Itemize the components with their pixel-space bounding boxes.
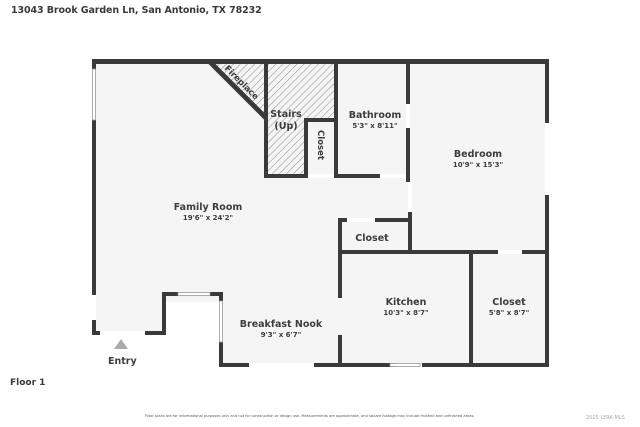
- room-name: Breakfast Nook: [239, 319, 323, 330]
- entry-label: Entry: [108, 356, 137, 367]
- room-dimensions: 10'3" x 8'7": [383, 309, 429, 317]
- room-bathroom: Bathroom 5'3" x 8'11": [349, 110, 402, 131]
- room-dimensions: 9'3" x 6'7": [260, 331, 302, 339]
- room-kitchen: Kitchen 10'3" x 8'7": [383, 297, 428, 318]
- room-closet-middle: Closet: [355, 233, 388, 245]
- room-dimensions: 10'9" x 15'3": [452, 161, 504, 169]
- stairs-label: Stairs (Up): [270, 109, 301, 133]
- room-closet-right: Closet 5'8" x 8'7": [489, 297, 529, 318]
- room-name: Bathroom: [348, 110, 402, 121]
- room-name: Bedroom: [453, 149, 503, 160]
- floor-label: Floor 1: [10, 378, 46, 388]
- room-dimensions: 19'6" x 24'2": [182, 214, 234, 222]
- room-name: Closet: [355, 233, 389, 244]
- stairs-line-1: Stairs: [270, 109, 302, 120]
- room-family-room: Family Room 19'6" x 24'2": [174, 202, 243, 223]
- entry-marker-icon: [114, 339, 128, 349]
- room-dimensions: 5'8" x 8'7": [488, 309, 530, 317]
- disclaimer-text: Floor plans are for informational purpos…: [145, 414, 475, 418]
- property-address: 13043 Brook Garden Ln, San Antonio, TX 7…: [11, 5, 262, 16]
- room-dimensions: 5'3" x 8'11": [352, 122, 398, 130]
- room-name: Kitchen: [385, 297, 427, 308]
- room-closet-stairs: Closet: [314, 130, 325, 160]
- stairs-line-2: (Up): [274, 121, 298, 132]
- door-openings: [92, 104, 549, 367]
- room-name: Family Room: [173, 202, 243, 213]
- windows: [92, 68, 421, 367]
- room-bedroom: Bedroom 10'9" x 15'3": [453, 149, 503, 170]
- room-breakfast-nook: Breakfast Nook 9'3" x 6'7": [240, 319, 322, 340]
- walls: [92, 59, 549, 367]
- copyright-text: 2025 LERA MLS: [586, 415, 625, 421]
- room-name: Closet: [492, 297, 526, 308]
